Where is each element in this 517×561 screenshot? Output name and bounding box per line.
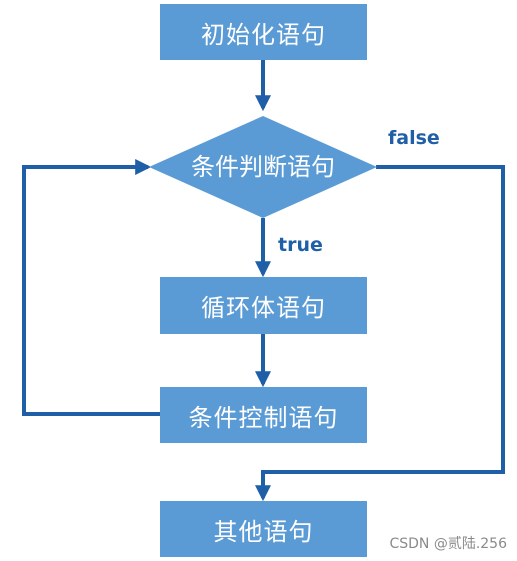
other-label: 其他语句 [213, 517, 314, 546]
init-label: 初始化语句 [201, 20, 326, 49]
watermark-text: CSDN @贰陆.256 [389, 536, 507, 552]
other-box: 其他语句 [160, 501, 367, 557]
edge-control-loop-back [22, 159, 160, 416]
true-label: true [278, 234, 323, 256]
body-label: 循环体语句 [201, 294, 326, 322]
condition-diamond [149, 116, 377, 218]
body-box: 循环体语句 [160, 277, 367, 334]
edge-condition-false-to-other [255, 165, 505, 502]
control-box: 条件控制语句 [160, 387, 367, 443]
false-label: false [388, 127, 440, 149]
condition-label: 条件判断语句 [191, 153, 335, 181]
control-label: 条件控制语句 [188, 403, 339, 432]
init-box: 初始化语句 [160, 4, 367, 60]
